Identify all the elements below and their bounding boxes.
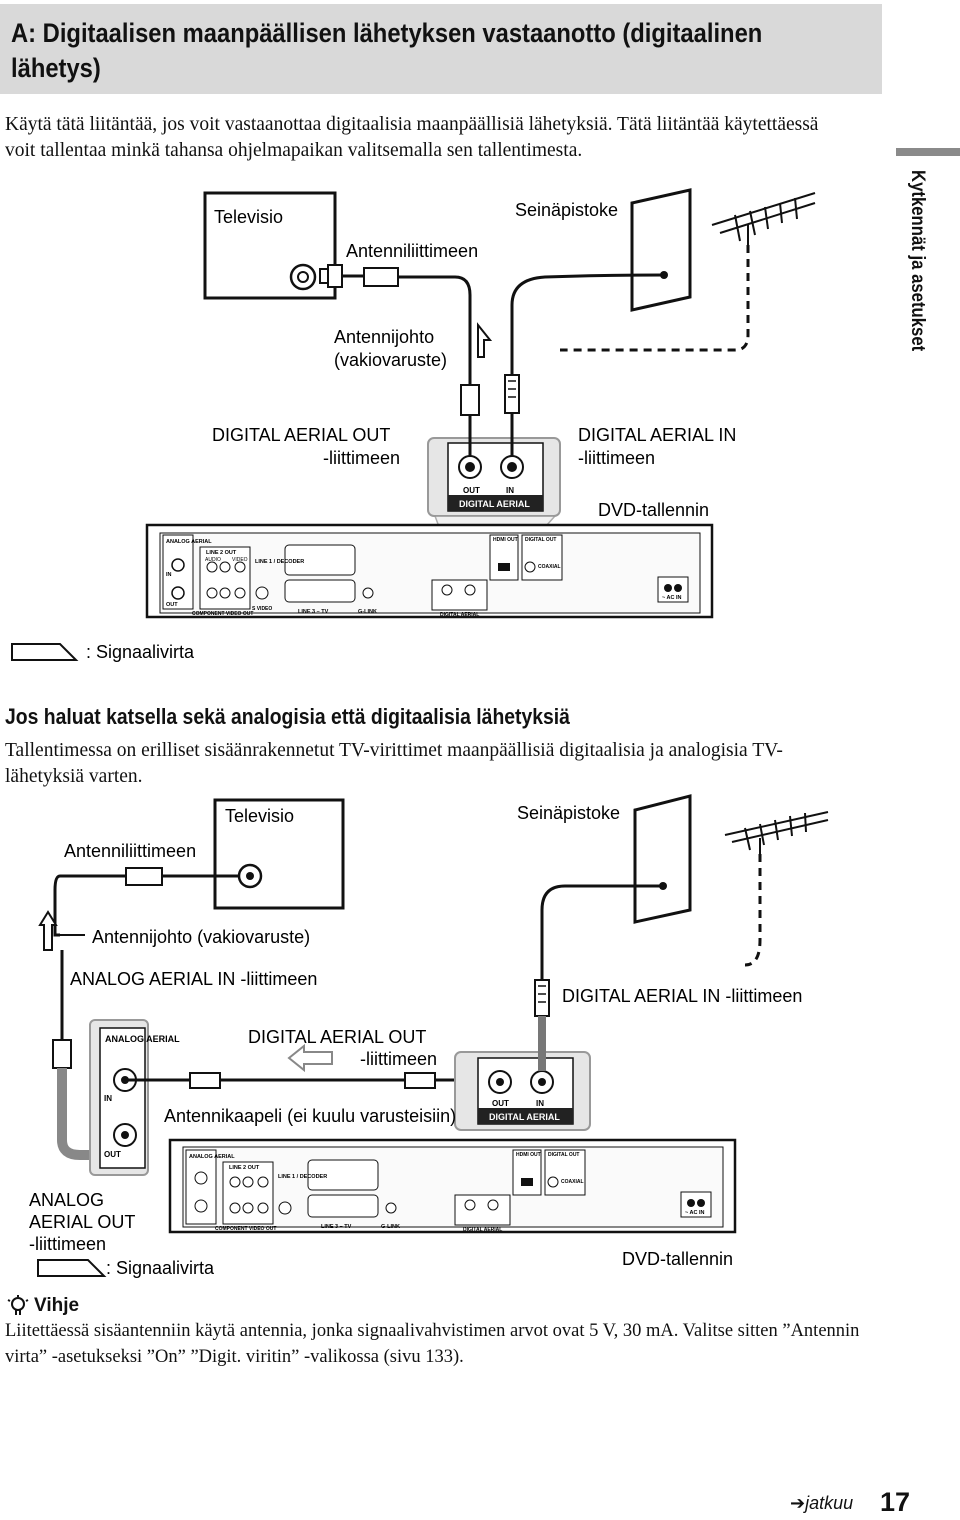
tip-heading: Vihje bbox=[34, 1295, 80, 1316]
tip-text: Liitettäessä sisäantenniin käytä antenni… bbox=[5, 1321, 860, 1367]
lightbulb-icon bbox=[7, 1295, 29, 1315]
diagram-label: -liittimeen bbox=[360, 1049, 437, 1069]
diagram-label: G-LINK bbox=[358, 609, 377, 615]
diagram-label: Antenniliittimeen bbox=[64, 841, 196, 861]
diagram-label: Televisio bbox=[225, 806, 294, 826]
side-tab-label: Kytkennät ja asetukset bbox=[907, 170, 928, 352]
diagram-label: ANALOG bbox=[29, 1190, 104, 1210]
outdoor-antenna-icon-2 bbox=[724, 811, 829, 854]
diagram-label: OUT bbox=[104, 1150, 121, 1159]
page-number: 17 bbox=[880, 1487, 911, 1517]
outdoor-antenna-icon bbox=[711, 192, 816, 245]
diagram-label: DIGITAL AERIAL IN -liittimeen bbox=[562, 986, 802, 1006]
diagram-label: DIGITAL AERIAL bbox=[463, 1227, 502, 1233]
diagram-label: DIGITAL AERIAL bbox=[440, 612, 479, 618]
diagram-2: ANALOG AERIAL IN OUT OUT IN DIGITAL AERI… bbox=[29, 794, 829, 1278]
diagram-label: LINE 2 OUT bbox=[229, 1165, 260, 1171]
diagram-label: DVD-tallennin bbox=[598, 500, 709, 520]
tv-box bbox=[203, 191, 337, 300]
diagram-label: Antenniliittimeen bbox=[346, 241, 478, 261]
diagram-label: COMPONENT VIDEO OUT bbox=[192, 611, 253, 617]
wall-socket bbox=[630, 188, 692, 312]
diagram-label: -liittimeen bbox=[29, 1234, 106, 1254]
diagram-label: : Signaalivirta bbox=[106, 1258, 215, 1278]
diagram-label: HDMI OUT bbox=[493, 537, 518, 543]
diagram-1: OUT IN DIGITAL AERIAL ANALOG AERIAL OUT … bbox=[11, 188, 816, 662]
dvd-recorder-back-panel-2: ANALOG AERIAL LINE 2 OUT COMPONENT VIDEO… bbox=[168, 1138, 737, 1234]
wall-socket-2 bbox=[633, 794, 692, 924]
continue-link[interactable]: ➔jatkuu bbox=[790, 1493, 853, 1514]
diagram-label: COAXIAL bbox=[538, 564, 561, 570]
diagram-label: DVD-tallennin bbox=[622, 1249, 733, 1269]
diagram-label: OUT bbox=[166, 602, 178, 608]
diagram-label: ~ AC IN bbox=[685, 1210, 705, 1216]
diagram-label: Antennikaapeli (ei kuulu varusteisiin) bbox=[164, 1106, 456, 1126]
diagram-label: IN bbox=[506, 486, 514, 495]
signal-arrow-icon-2 bbox=[38, 910, 58, 951]
diagram-label: OUT bbox=[463, 486, 480, 495]
section-heading: Jos haluat katsella sekä analogisia että… bbox=[5, 704, 570, 729]
cable-tv-recorder bbox=[398, 275, 472, 385]
diagram-label: IN bbox=[166, 572, 172, 578]
signal-flow-legend-icon bbox=[11, 643, 79, 661]
diagram-label: AUDIO bbox=[205, 557, 221, 563]
dvd-recorder-back-panel: ANALOG AERIAL OUT IN LINE 2 OUT AUDIO VI… bbox=[145, 523, 714, 619]
diagram-label: DIGITAL AERIAL IN bbox=[578, 425, 736, 445]
diagram-label: ANALOG AERIAL IN -liittimeen bbox=[70, 969, 317, 989]
page-title: A: Digitaalisen maanpäällisen lähetyksen… bbox=[11, 18, 763, 83]
diagram-label: COMPONENT VIDEO OUT bbox=[215, 1226, 276, 1232]
antenna-cable bbox=[560, 245, 750, 352]
cable-wall-recorder bbox=[510, 273, 665, 375]
diagram-label: ~ AC IN bbox=[662, 595, 682, 601]
diagram-label: -liittimeen bbox=[578, 448, 655, 468]
diagram-label: HDMI OUT bbox=[516, 1152, 541, 1158]
diagram-label: Seinäpistoke bbox=[517, 803, 620, 823]
intro-paragraph: Käytä tätä liitäntää, jos voit vastaanot… bbox=[5, 114, 819, 161]
diagram-label: Antennijohto bbox=[334, 327, 434, 347]
side-tab-bar bbox=[896, 148, 960, 156]
diagram-label: ANALOG AERIAL bbox=[105, 1034, 180, 1044]
diagram-label: Televisio bbox=[214, 207, 283, 227]
diagram-label: COAXIAL bbox=[561, 1179, 584, 1185]
diagram-label: LINE 1 / DECODER bbox=[255, 559, 304, 565]
diagram-label: IN bbox=[536, 1099, 544, 1108]
diagram-label: DIGITAL AERIAL bbox=[459, 499, 530, 509]
diagram-label: G-LINK bbox=[381, 1224, 400, 1230]
diagram-label: ANALOG AERIAL bbox=[166, 539, 212, 545]
signal-arrow-icon bbox=[477, 322, 493, 358]
diagram-label: DIGITAL AERIAL OUT bbox=[248, 1027, 426, 1047]
diagram-label: DIGITAL OUT bbox=[548, 1152, 579, 1158]
diagram-label: IN bbox=[104, 1094, 112, 1103]
diagram-label: DIGITAL AERIAL bbox=[489, 1112, 560, 1122]
diagram-label: VIDEO bbox=[232, 557, 248, 563]
arrow-right-icon: ➔ bbox=[790, 1493, 806, 1513]
diagram-label: DIGITAL OUT bbox=[525, 537, 556, 543]
tv-box-2 bbox=[213, 798, 345, 910]
signal-flow-legend-icon-2 bbox=[37, 1259, 107, 1277]
diagram-label: LINE 1 / DECODER bbox=[278, 1174, 327, 1180]
diagram-label: Antennijohto (vakiovaruste) bbox=[92, 927, 310, 947]
section-paragraph: Tallentimessa on erilliset sisäänrakenne… bbox=[5, 740, 783, 787]
diagram-label: AERIAL OUT bbox=[29, 1212, 135, 1232]
diagram-label: : Signaalivirta bbox=[86, 642, 195, 662]
diagram-label: LINE 2 OUT bbox=[206, 550, 237, 556]
diagram-label: LINE 3 – TV bbox=[321, 1224, 352, 1230]
diagram-label: ANALOG AERIAL bbox=[189, 1154, 235, 1160]
antenna-plug-tv bbox=[363, 267, 399, 287]
diagram-label: -liittimeen bbox=[323, 448, 400, 468]
title-bar: A: Digitaalisen maanpäällisen lähetyksen… bbox=[0, 4, 882, 94]
diagram-label: DIGITAL AERIAL OUT bbox=[212, 425, 390, 445]
diagram-label: S VIDEO bbox=[252, 606, 272, 612]
diagram-label: Seinäpistoke bbox=[515, 200, 618, 220]
diagram-label: OUT bbox=[492, 1099, 509, 1108]
antenna-plug-tv-2 bbox=[125, 867, 163, 886]
diagram-label: (vakiovaruste) bbox=[334, 350, 447, 370]
continue-label: jatkuu bbox=[805, 1493, 854, 1513]
diagram-label: LINE 3 – TV bbox=[298, 609, 329, 615]
